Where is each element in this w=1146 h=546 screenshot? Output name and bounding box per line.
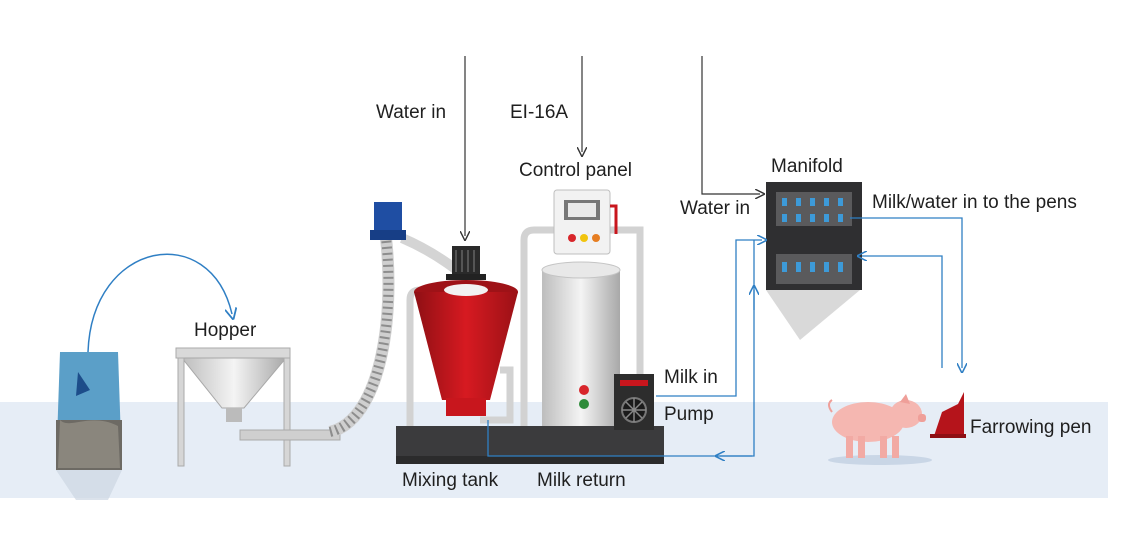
- label-pump: Pump: [664, 404, 714, 425]
- milk-tank: [541, 261, 621, 426]
- bag-to-hopper-arrow: [87, 253, 232, 353]
- label-milk-water-pens: Milk/water in to the pens: [872, 192, 1077, 213]
- label-hopper: Hopper: [194, 320, 257, 341]
- label-water-in-top: Water in: [376, 102, 446, 123]
- manifold-water-in-line: [701, 56, 760, 194]
- label-water-in-manifold: Water in: [680, 198, 750, 219]
- label-farrowing-pen: Farrowing pen: [970, 417, 1091, 438]
- control-panel: [553, 189, 618, 255]
- base-platform: [396, 426, 664, 464]
- farrowing-pen-feeder: [930, 392, 966, 438]
- auger-motor: [370, 202, 406, 240]
- label-milk-in: Milk in: [664, 367, 718, 388]
- label-mixing-tank: Mixing tank: [402, 470, 499, 491]
- feed-bag-icon: [56, 352, 122, 500]
- label-ei16a: EI-16A: [510, 102, 568, 123]
- mixing-tank: [414, 280, 518, 416]
- auger-tube: [328, 208, 395, 438]
- label-milk-return: Milk return: [537, 470, 626, 491]
- hopper: [175, 347, 341, 467]
- label-manifold: Manifold: [771, 156, 843, 177]
- pump-fan-icon: [614, 374, 654, 430]
- blue-pipe-lines: [487, 217, 962, 456]
- pig-icon: [828, 394, 932, 465]
- manifold: [766, 182, 862, 340]
- mixer-motor-icon: [446, 246, 486, 280]
- label-control-panel: Control panel: [519, 160, 632, 181]
